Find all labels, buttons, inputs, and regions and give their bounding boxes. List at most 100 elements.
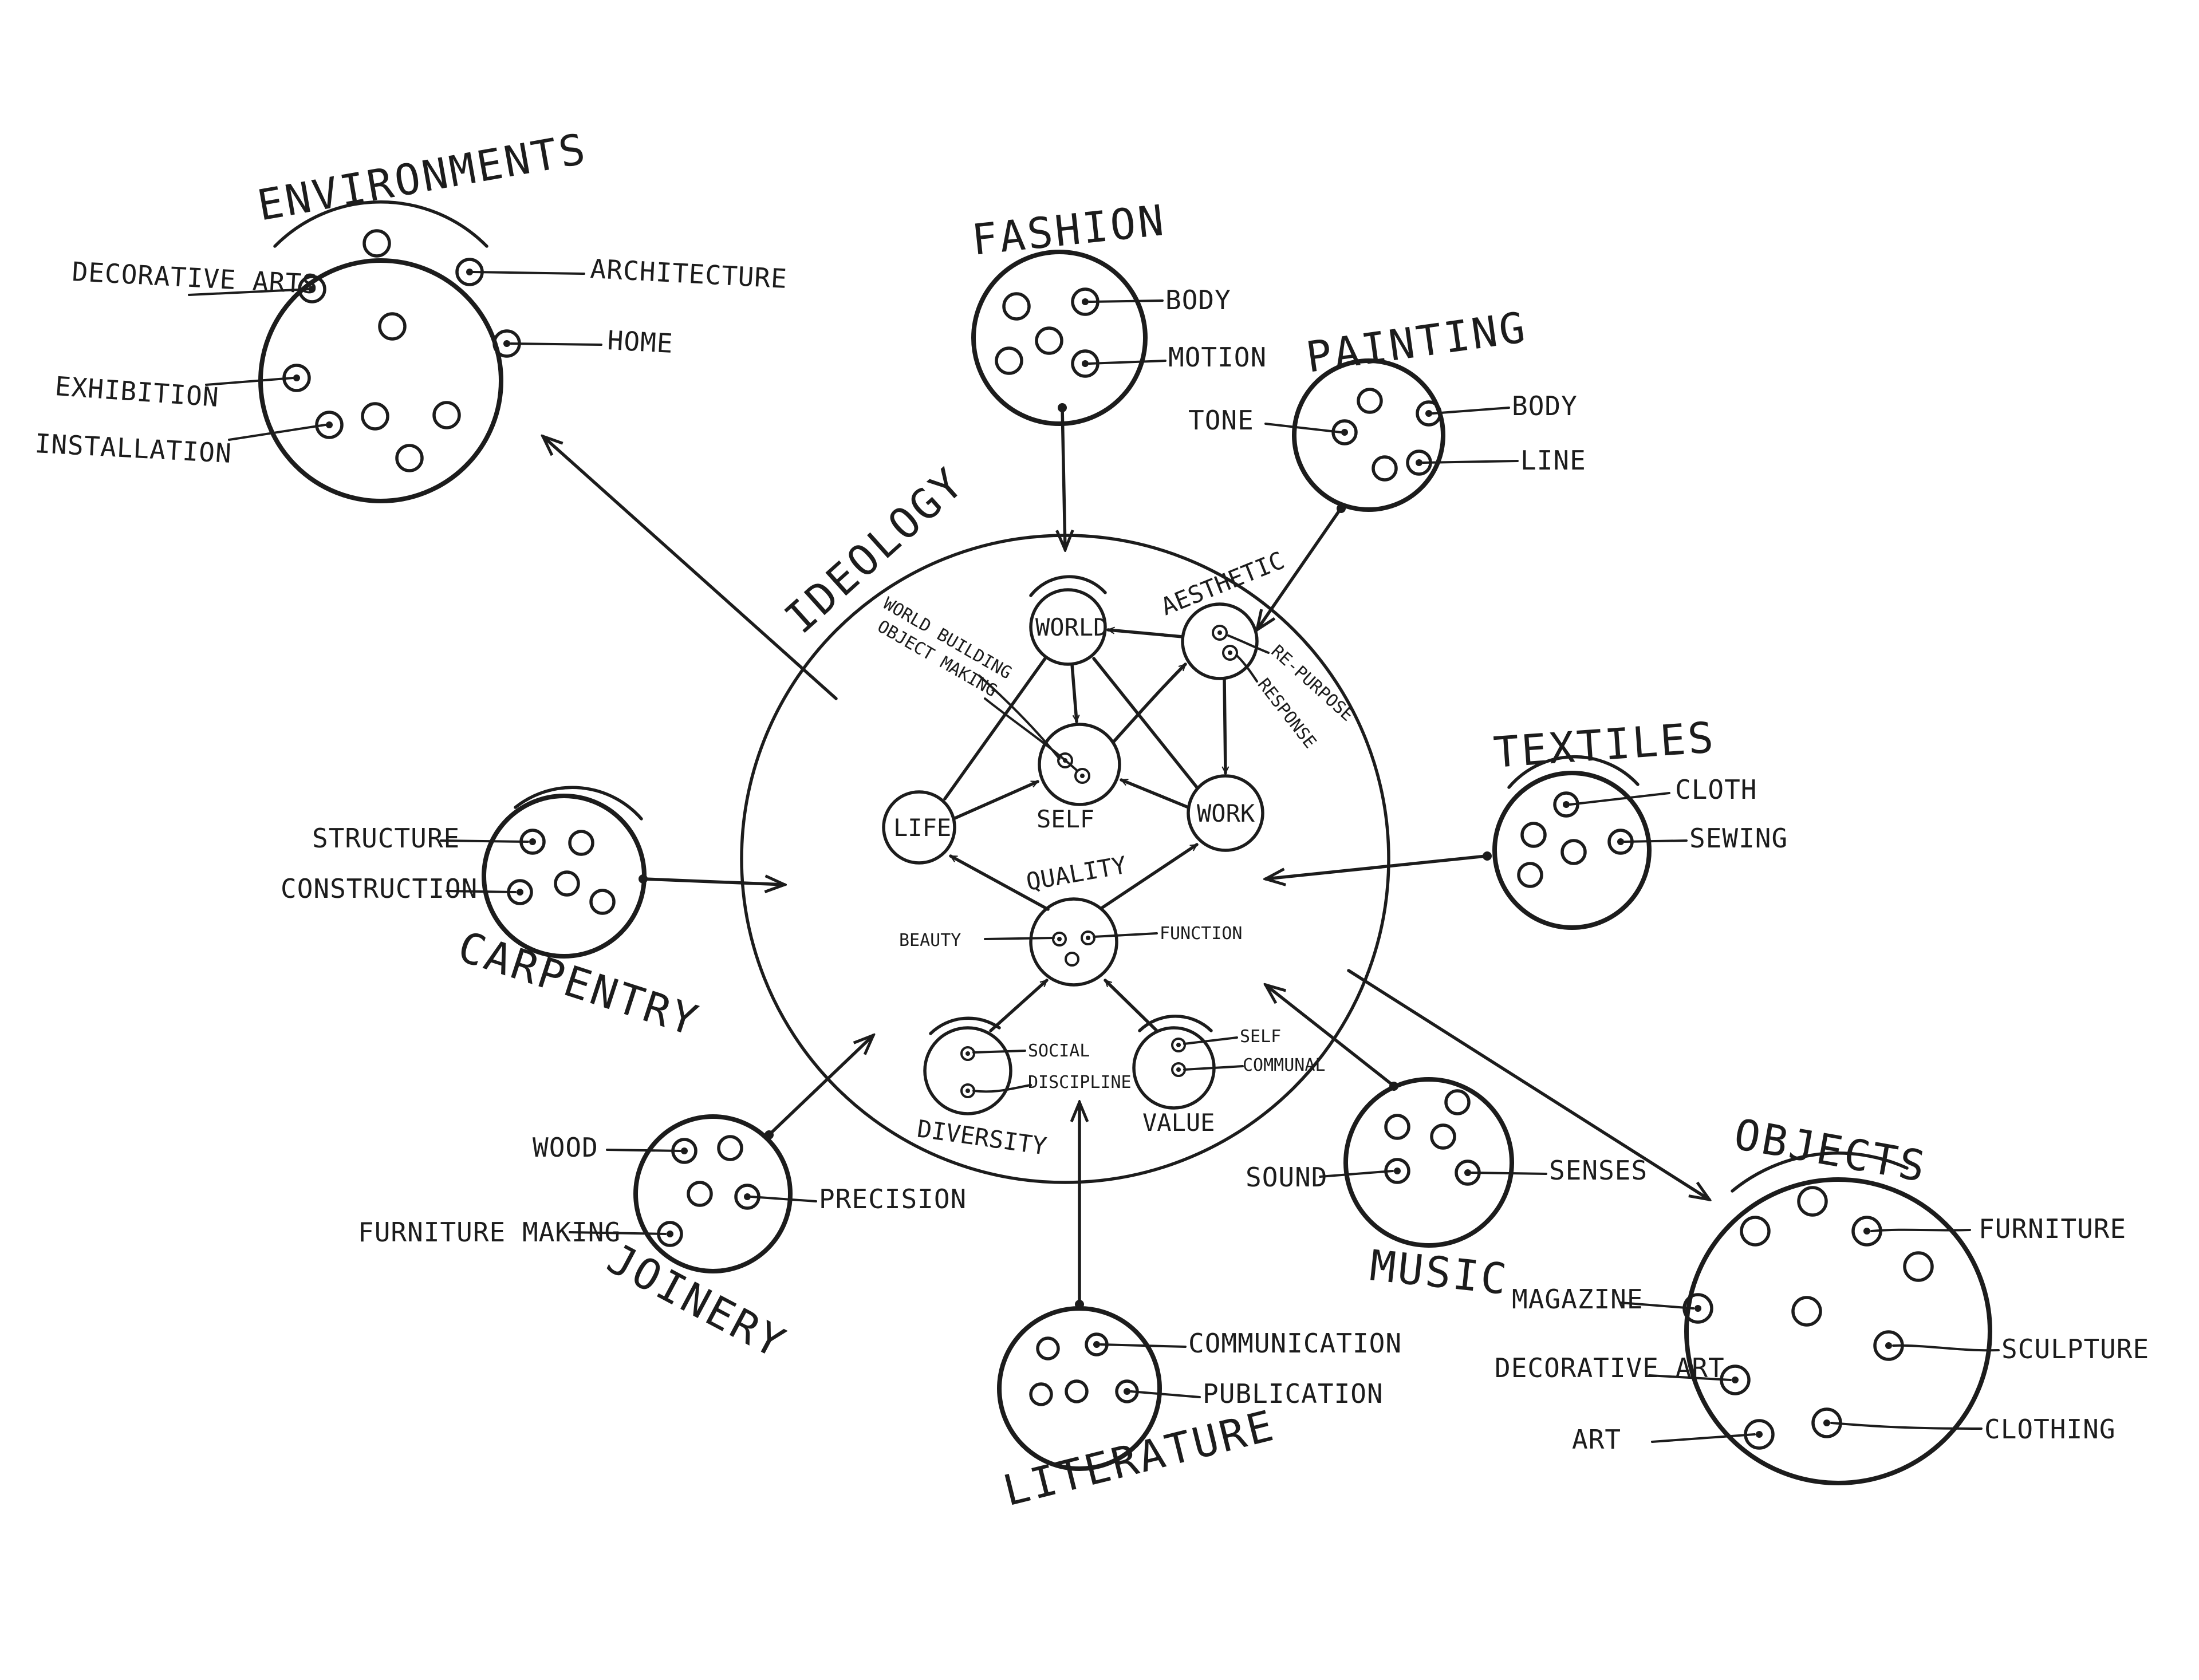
structure-leader — [440, 839, 529, 843]
furniture-label: FURNITURE — [1979, 1213, 2126, 1244]
furniture-leader — [1870, 1228, 1971, 1232]
discipline-leader — [972, 1084, 1032, 1093]
aesthetic-node — [1181, 602, 1259, 680]
quality-sub-circle-3 — [1065, 952, 1079, 967]
textiles-cluster-dot-1 — [1563, 801, 1570, 808]
objects-cluster-dot-10 — [1823, 1419, 1830, 1426]
carpentry-circle — [482, 794, 647, 959]
carpentry-cluster-circle-3 — [554, 870, 580, 897]
environments-cluster-dot-2 — [466, 269, 473, 275]
motion-leader — [1088, 360, 1167, 365]
joinery-title: JOINERY — [600, 1234, 794, 1369]
quality-sub-dot-1 — [1057, 937, 1062, 941]
environments-cluster-dot-6 — [293, 374, 300, 381]
environments-cluster-circle-7 — [315, 411, 344, 439]
value-self-label: SELF — [1240, 1027, 1281, 1047]
literature-cluster-dot-2 — [1093, 1341, 1100, 1348]
world-label: WORLD — [1035, 613, 1108, 641]
objects-cluster-dot-9 — [1756, 1431, 1763, 1438]
fashion-body-leader — [1088, 299, 1164, 303]
painting-connector-dot — [1337, 504, 1346, 513]
self-node — [1038, 723, 1121, 806]
ideology-title: IDEOLOGY — [775, 458, 974, 644]
fashion-circle — [971, 250, 1148, 426]
furniture-making-leader — [569, 1231, 667, 1235]
decorative-art-leader — [1648, 1374, 1732, 1381]
tone-leader — [1264, 423, 1342, 433]
ideology-to-objects-arrow — [1347, 969, 1709, 1200]
cloth-label: CLOTH — [1675, 774, 1757, 805]
beauty-leader — [984, 937, 1055, 940]
fashion-group: FASHION BODY MOTION — [970, 196, 1266, 426]
carpentry-connector-dot — [639, 874, 648, 884]
objects-cluster-circle-1 — [1797, 1186, 1828, 1217]
communal-label: COMMUNAL — [1243, 1055, 1326, 1075]
world-node-arc — [1029, 575, 1107, 597]
magazine-leader — [1619, 1302, 1694, 1310]
painting-cluster-dot-3 — [1341, 429, 1348, 436]
objects-arc — [1731, 1151, 1909, 1193]
sculpture-label: SCULPTURE — [2001, 1334, 2149, 1364]
clothing-leader — [1830, 1422, 1983, 1430]
world-to-self-arrow — [1070, 662, 1077, 723]
environments-cluster-dot-3 — [309, 286, 316, 293]
construction-leader — [446, 890, 517, 893]
objects-circle — [1684, 1177, 1992, 1485]
sound-leader — [1319, 1170, 1394, 1178]
textiles-cluster-circle-2 — [1520, 822, 1547, 848]
architecture-leader — [472, 271, 585, 275]
diversity-to-quality-arrow — [989, 979, 1049, 1032]
aesthetic-sub-dot-1 — [1217, 630, 1222, 635]
painting-title: PAINTING — [1303, 303, 1531, 382]
joinery-group: WOOD PRECISION FURNITURE MAKING JOINERY — [358, 1114, 966, 1369]
joinery-connector-dot — [764, 1130, 774, 1139]
environments-cluster-circle-8 — [361, 402, 389, 431]
literature-group: COMMUNICATION PUBLICATION LITERATURE — [997, 1306, 1402, 1516]
textiles-circle — [1492, 771, 1652, 930]
sewing-leader — [1623, 839, 1688, 843]
installation-label: INSTALLATION — [34, 428, 232, 469]
fashion-connector-dot — [1058, 403, 1067, 412]
diversity-node-arc — [929, 1016, 1001, 1035]
fashion-cluster-circle-1 — [1002, 292, 1031, 321]
cloth-leader — [1569, 792, 1670, 806]
objects-cluster-circle-6 — [1791, 1296, 1822, 1327]
textiles-to-ideology-arrow — [1266, 854, 1488, 879]
life-node — [882, 790, 956, 865]
objects-cluster-circle-2 — [1740, 1216, 1771, 1247]
painting-to-ideology-arrow — [1257, 508, 1342, 630]
communication-label: COMMUNICATION — [1188, 1328, 1402, 1359]
sound-label: SOUND — [1246, 1162, 1327, 1193]
art-leader — [1651, 1433, 1756, 1443]
fashion-cluster-dot-5 — [1082, 360, 1089, 367]
fashion-to-ideology-arrow — [1062, 405, 1065, 550]
quality-sub-dot-2 — [1086, 936, 1090, 940]
joinery-cluster-dot-1 — [681, 1147, 688, 1154]
response-leader — [1236, 654, 1258, 683]
painting-circle — [1292, 358, 1445, 512]
joinery-cluster-dot-4 — [744, 1193, 751, 1200]
value-label: VALUE — [1142, 1109, 1215, 1137]
environments-title: ENVIRONMENTS — [254, 124, 591, 231]
textiles-arc — [1507, 755, 1640, 789]
aesthetic-sub-dot-2 — [1228, 650, 1232, 655]
world-to-life-line — [943, 657, 1047, 800]
aesthetic-label: AESTHETIC — [1157, 546, 1288, 621]
diversity-sub-dot-1 — [965, 1051, 970, 1056]
literature-cluster-circle-3 — [1029, 1382, 1053, 1406]
home-leader — [510, 342, 602, 346]
value-sub-dot-1 — [1176, 1043, 1181, 1047]
diversity-node — [923, 1026, 1012, 1115]
home-label: HOME — [606, 325, 673, 359]
joinery-cluster-circle-3 — [687, 1181, 713, 1207]
self-sub-circle-1 — [1057, 752, 1073, 768]
beauty-label: BEAUTY — [899, 930, 961, 951]
painting-cluster-dot-2 — [1425, 410, 1432, 417]
communal-leader — [1183, 1065, 1244, 1071]
joinery-cluster-dot-5 — [667, 1231, 673, 1237]
aesthetic-to-work-arrow — [1224, 677, 1225, 775]
literature-cluster-circle-1 — [1036, 1336, 1060, 1360]
objects-cluster-dot-7 — [1885, 1342, 1892, 1349]
self-to-aesthetic-arrow — [1112, 662, 1187, 743]
music-group: SOUND SENSES MUSIC — [1246, 1077, 1647, 1304]
